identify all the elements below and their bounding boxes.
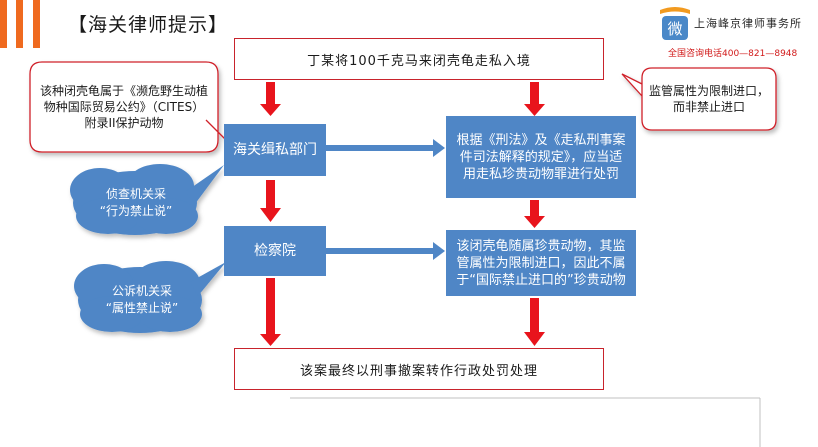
red-arrows [260,82,545,346]
prosecution-cloud: 公诉机关采 “属性禁止说” [105,284,179,315]
accent-bar-2 [16,0,23,48]
supervision-callout-shape [621,67,777,131]
top-case-box: 丁某将100千克马来闭壳龟走私入境 [234,38,604,80]
procuratorate-box: 检察院 [224,226,326,276]
customs-box: 海关缉私部门 [224,124,326,176]
blue-arrows [325,139,445,260]
customs-action-box: 根据《刑法》及《走私刑事案件司法解释的规定》，应当适用走私珍贵动物罪进行处罚 [446,116,636,198]
firm-logo: 微 [656,4,694,44]
supervision-callout: 监管属性为限制进口，而非禁止进口 [648,84,769,114]
cites-callout-shape [29,61,233,153]
investigation-cloud: 侦查机关采 “行为禁止说” [99,187,173,218]
result-box: 该案最终以刑事撤案转作行政处罚处理 [234,348,604,390]
accent-bar-3 [33,0,40,48]
logo-mark-icon: 微 [660,7,690,40]
firm-phone: 全国咨询电话400—821—8948 [668,49,798,59]
cites-callout: 该种闭壳龟属于《濒危野生动植物种国际贸易公约》（CITES）附录II保护动物 [39,84,208,130]
accent-bar-1 [0,0,7,48]
logo-mark: 微 [667,20,682,38]
procuratorate-action-box: 该闭壳龟随属珍贵动物，其监管属性为限制进口，因此不属于“国际禁止进口的”珍贵动物 [446,230,636,296]
investigation-cloud-shape [70,164,224,235]
page-title: 【海关律师提示】 [68,14,229,36]
firm-name: 上海峰京律师事务所 [694,17,802,30]
prosecution-cloud-shape [74,261,226,333]
